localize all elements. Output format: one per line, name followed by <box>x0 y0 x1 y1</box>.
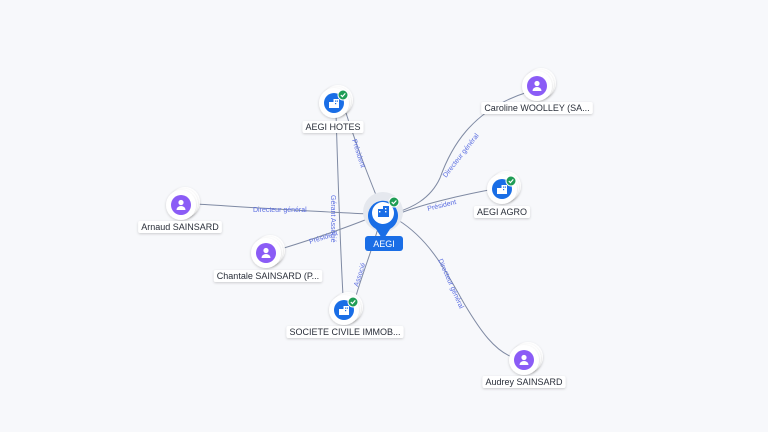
node-label-bg <box>138 221 222 233</box>
node-label-bg <box>481 102 593 114</box>
center-label-badge <box>365 236 403 251</box>
edge-label-aegi-agro: Président <box>427 199 457 213</box>
node-label-group: AEGI AGRO <box>473 206 531 218</box>
verified-check-icon <box>337 89 349 101</box>
node-audrey[interactable]: Audrey SAINSARD <box>482 342 566 388</box>
edge-chantale <box>283 217 371 249</box>
node-label-group: AEGI HOTES <box>302 121 364 133</box>
edge-label-arnaud: Directeur général <box>253 207 307 214</box>
verified-check-icon <box>388 196 400 208</box>
building-icon <box>339 306 349 315</box>
node-label-bg <box>482 376 566 388</box>
node-sci[interactable]: SOCIETE CIVILE IMMOB... <box>286 292 404 338</box>
nodes: AEGI HOTES Caroline WOOLLEY (SA... AEGI AG… <box>138 68 593 388</box>
person-icon <box>176 199 186 210</box>
node-label: SOCIETE CIVILE IMMOB... <box>289 327 400 337</box>
node-aegi-agro[interactable]: AEGI AGRO <box>473 171 531 218</box>
edge-label-audrey: Directeur général <box>436 258 464 310</box>
verified-check-icon <box>347 296 359 308</box>
person-icon <box>261 247 271 258</box>
edge-aegi-hotes-sci <box>335 112 344 297</box>
person-icon <box>519 354 529 365</box>
node-label-group: Caroline WOOLLEY (SA... <box>481 102 593 114</box>
node-chantale[interactable]: Chantale SAINSARD (P... <box>213 235 323 282</box>
node-label: Chantale SAINSARD (P... <box>217 271 319 281</box>
node-label: AEGI AGRO <box>477 207 527 217</box>
edge-label-caroline: Directeur général <box>442 132 481 179</box>
center-label: AEGI <box>373 239 395 249</box>
node-label-bg <box>286 326 404 338</box>
node-arnaud[interactable]: Arnaud SAINSARD <box>138 187 222 233</box>
edge-label-aegi-hotes: Président <box>350 138 366 168</box>
node-aegi-hotes[interactable]: AEGI HOTES <box>302 85 364 133</box>
building-icon <box>497 185 507 194</box>
edge-label-gerant: Gérant Associé <box>329 195 336 243</box>
verified-check-icon <box>505 175 517 187</box>
edge-arnaud <box>195 203 371 215</box>
node-label-group: Chantale SAINSARD (P... <box>213 270 323 282</box>
edge-sci <box>355 227 379 297</box>
node-label-bg <box>302 121 364 133</box>
node-label-bg <box>213 270 323 282</box>
building-icon <box>329 99 339 108</box>
node-label: AEGI HOTES <box>305 122 360 132</box>
node-label: Caroline WOOLLEY (SA... <box>484 103 589 113</box>
edge-label-sci: Associé <box>353 262 367 288</box>
center-node[interactable]: AEGI <box>363 192 403 251</box>
node-label: Audrey SAINSARD <box>485 377 563 387</box>
node-label-bg <box>473 206 531 218</box>
edge-audrey <box>397 219 516 359</box>
node-label-group: SOCIETE CIVILE IMMOB... <box>286 326 404 338</box>
node-caroline[interactable]: Caroline WOOLLEY (SA... <box>481 68 593 114</box>
person-icon <box>532 80 542 91</box>
node-label-group: Arnaud SAINSARD <box>138 221 222 233</box>
building-icon <box>378 206 389 217</box>
node-label-group: Audrey SAINSARD <box>482 376 566 388</box>
node-label: Arnaud SAINSARD <box>141 222 219 232</box>
